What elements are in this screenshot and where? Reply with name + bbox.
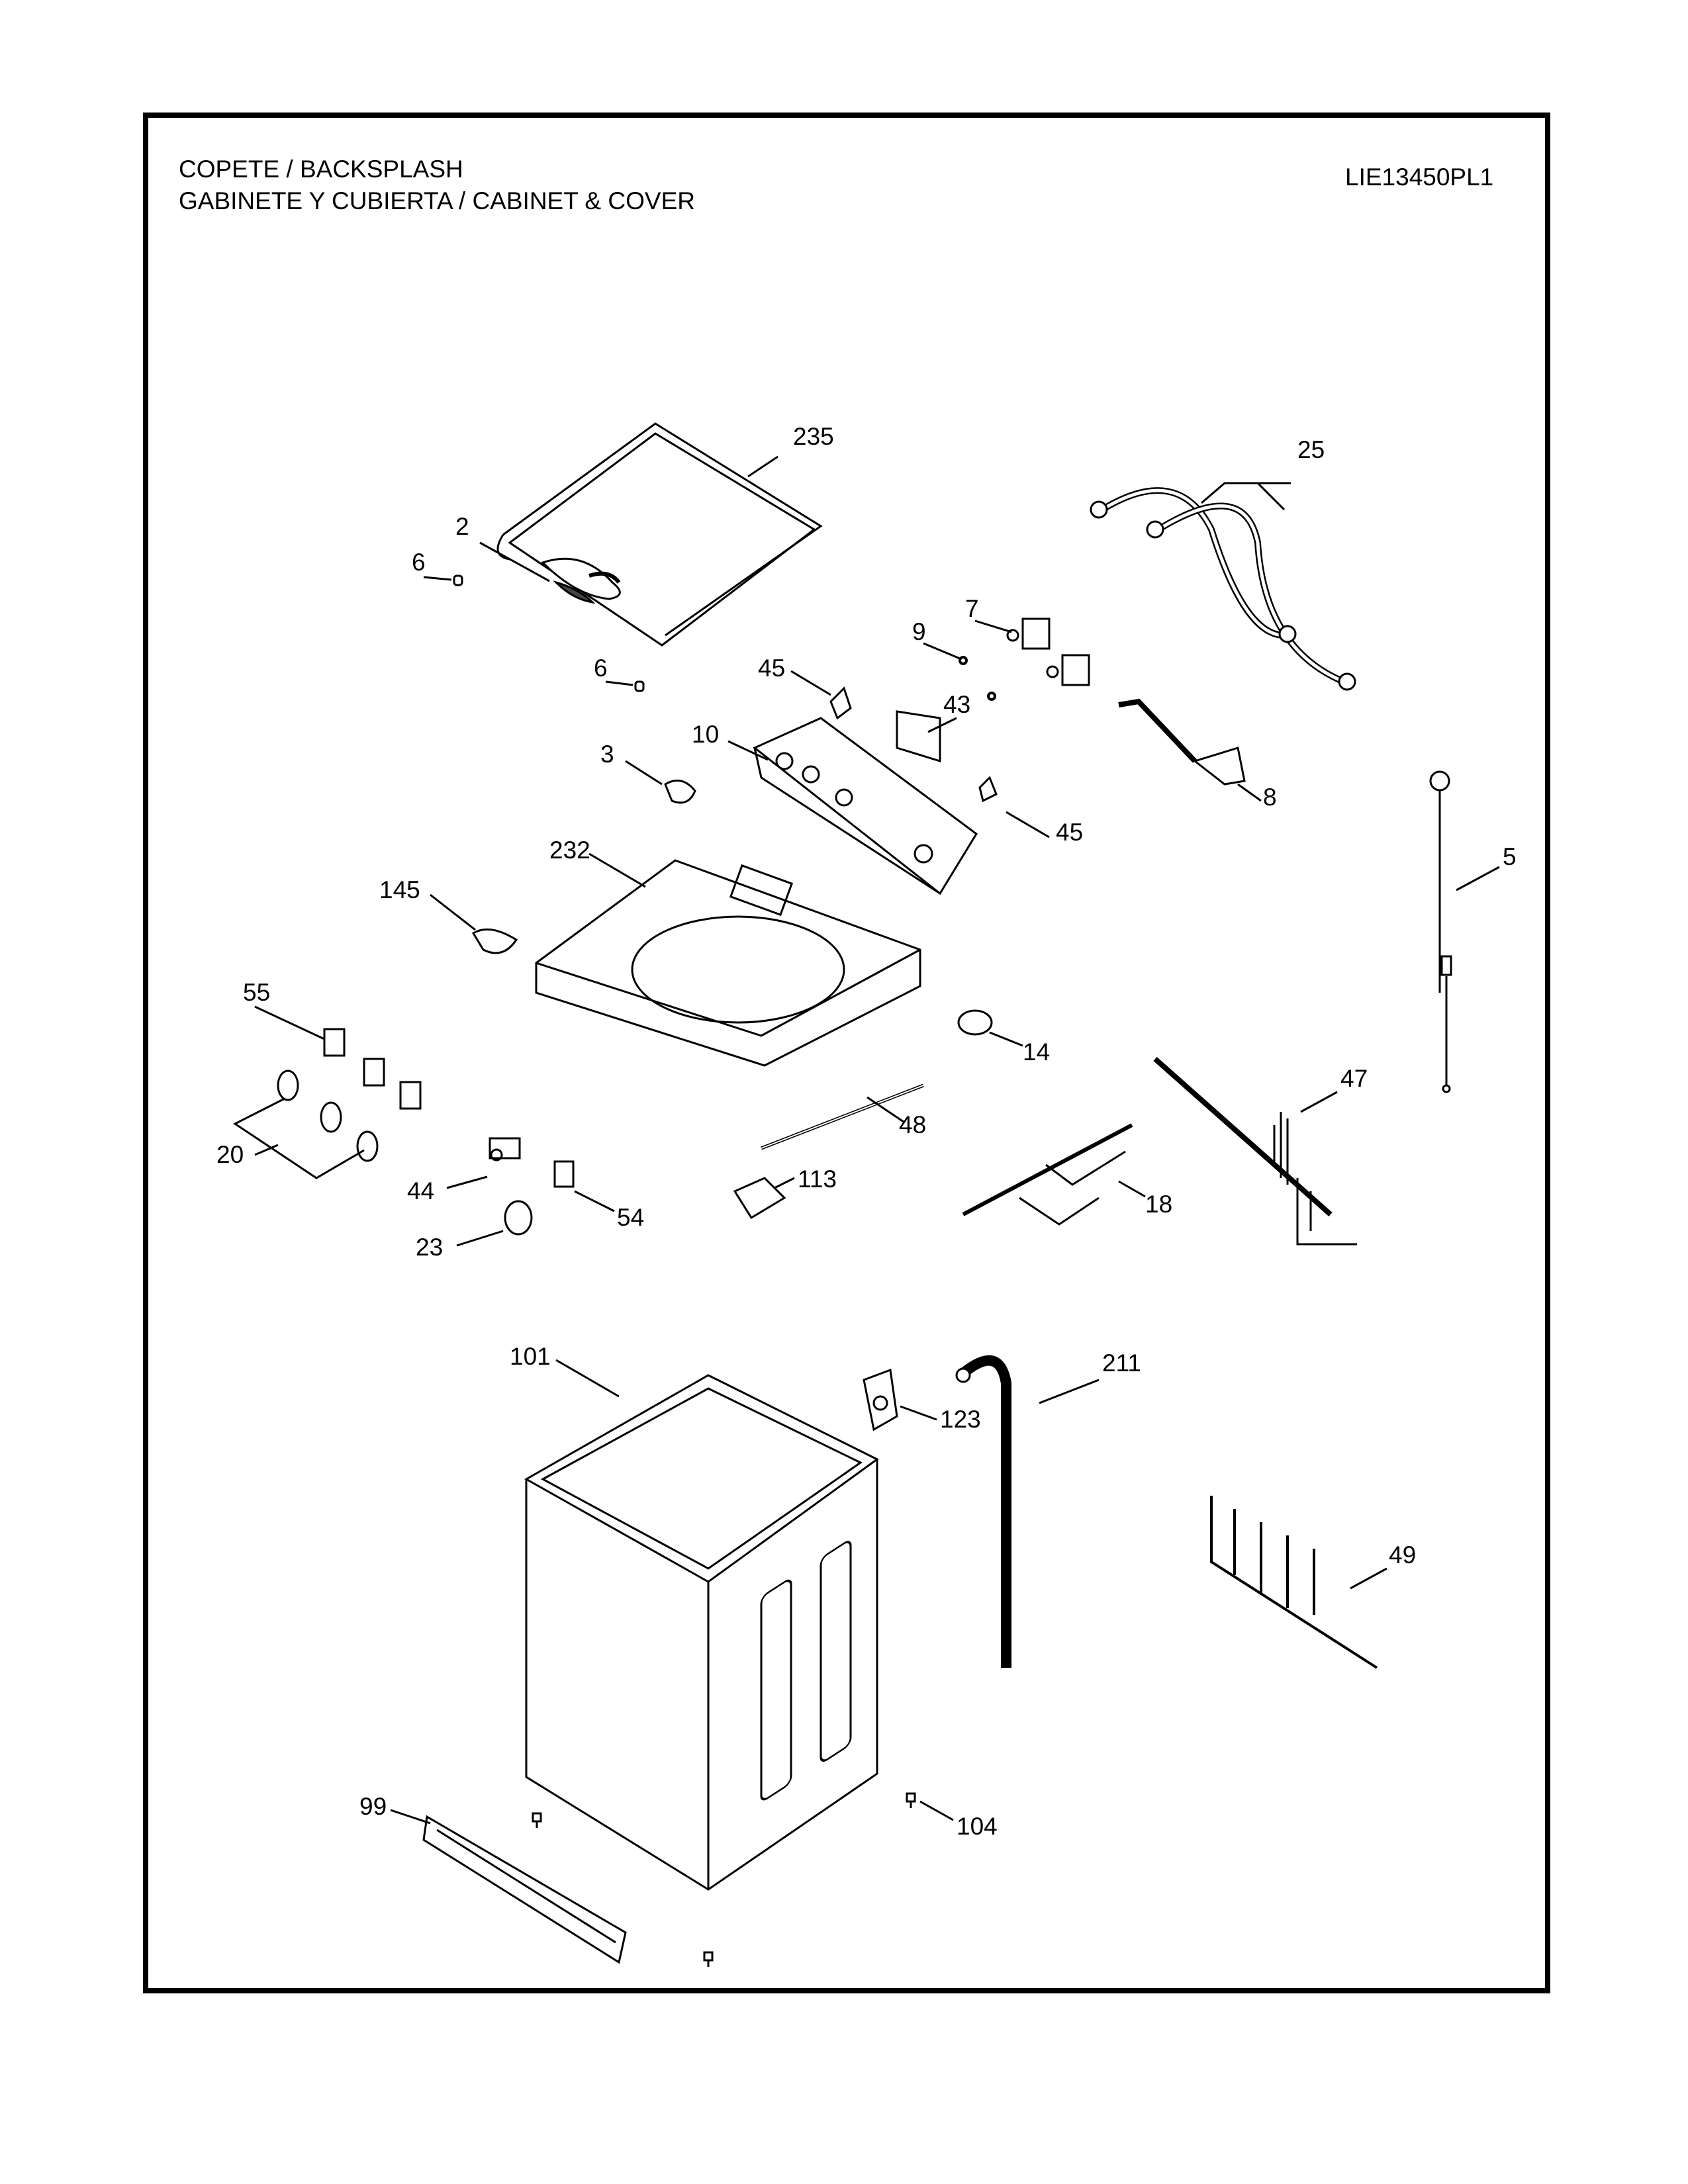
part-20-knobs[interactable] bbox=[233, 1069, 379, 1179]
callout-211[interactable]: 211 bbox=[1102, 1349, 1141, 1377]
part-47-wire-harness[interactable] bbox=[1153, 1057, 1357, 1246]
part-7-water-inlet-valve[interactable] bbox=[974, 617, 1090, 686]
callout-14[interactable]: 14 bbox=[1023, 1038, 1051, 1066]
callout-45-a[interactable]: 45 bbox=[758, 655, 786, 682]
callout-113[interactable]: 113 bbox=[798, 1165, 837, 1193]
callout-7[interactable]: 7 bbox=[965, 595, 979, 622]
callout-44[interactable]: 44 bbox=[407, 1177, 435, 1205]
callout-45-b[interactable]: 45 bbox=[1056, 819, 1084, 846]
callout-25[interactable]: 25 bbox=[1297, 436, 1325, 463]
part-54-switch[interactable] bbox=[553, 1160, 615, 1212]
part-23-knob[interactable] bbox=[456, 1200, 533, 1247]
callout-20[interactable]: 20 bbox=[216, 1141, 244, 1168]
part-45-backsplash-bracket-b[interactable] bbox=[978, 776, 1050, 839]
callout-123[interactable]: 123 bbox=[940, 1406, 981, 1433]
part-232-top-cover[interactable] bbox=[535, 852, 921, 1067]
part-235-cover-lid[interactable] bbox=[496, 422, 823, 647]
part-104-leveling-foot[interactable] bbox=[532, 1792, 954, 1967]
part-43-control-board[interactable] bbox=[896, 710, 957, 763]
part-18-harness[interactable] bbox=[962, 1123, 1146, 1226]
callout-8[interactable]: 8 bbox=[1263, 784, 1277, 811]
callout-2[interactable]: 2 bbox=[455, 513, 469, 540]
model-number: LIE13450PL1 bbox=[1345, 163, 1494, 191]
part-99-kick-panel[interactable] bbox=[390, 1809, 627, 1964]
callout-235[interactable]: 235 bbox=[793, 423, 834, 450]
part-8-dispenser-hose[interactable] bbox=[1118, 698, 1262, 802]
title-line-1: COPETE / BACKSPLASH bbox=[179, 156, 463, 183]
callout-6-b[interactable]: 6 bbox=[594, 655, 608, 682]
part-45-backsplash-bracket-a[interactable] bbox=[790, 670, 852, 720]
callout-23[interactable]: 23 bbox=[416, 1234, 444, 1261]
callout-18[interactable]: 18 bbox=[1145, 1191, 1173, 1218]
callout-104[interactable]: 104 bbox=[957, 1813, 998, 1840]
part-6-bumper-b[interactable] bbox=[605, 680, 645, 692]
title-line-2: GABINETE Y CUBIERTA / CABINET & COVER bbox=[179, 187, 695, 214]
callout-3[interactable]: 3 bbox=[600, 741, 614, 768]
part-9-clamp[interactable] bbox=[923, 642, 996, 701]
callout-5[interactable]: 5 bbox=[1503, 843, 1517, 870]
callout-6-a[interactable]: 6 bbox=[412, 549, 426, 576]
part-123-hose-bracket[interactable] bbox=[863, 1368, 937, 1432]
callout-145[interactable]: 145 bbox=[379, 876, 420, 903]
callout-232[interactable]: 232 bbox=[549, 837, 590, 864]
callout-43[interactable]: 43 bbox=[943, 691, 971, 718]
part-55-selector-switches[interactable] bbox=[254, 1005, 422, 1110]
part-211-drain-hose[interactable] bbox=[955, 1355, 1100, 1668]
part-113-terminal-block[interactable] bbox=[733, 1177, 795, 1220]
callout-55[interactable]: 55 bbox=[243, 979, 271, 1006]
part-5-power-cord[interactable] bbox=[1429, 770, 1500, 1093]
callout-10[interactable]: 10 bbox=[692, 721, 720, 748]
callout-9[interactable]: 9 bbox=[912, 618, 926, 645]
callout-54[interactable]: 54 bbox=[617, 1204, 645, 1231]
part-49-harness[interactable] bbox=[1210, 1496, 1387, 1669]
part-2-lid-handle[interactable] bbox=[479, 541, 596, 604]
part-48-wire[interactable] bbox=[761, 1083, 924, 1150]
part-10-backsplash[interactable] bbox=[727, 717, 978, 895]
part-145-lid-switch[interactable] bbox=[430, 893, 518, 954]
part-25-inlet-hoses[interactable] bbox=[1090, 482, 1356, 691]
part-44-led-board[interactable] bbox=[446, 1137, 521, 1189]
callout-48[interactable]: 48 bbox=[899, 1111, 927, 1138]
part-14-pressure-switch[interactable] bbox=[957, 1009, 1023, 1047]
part-3-lid-lock-cover[interactable] bbox=[625, 760, 696, 804]
part-6-bumper-a[interactable] bbox=[423, 574, 463, 586]
callout-99[interactable]: 99 bbox=[359, 1793, 387, 1820]
diagram-frame bbox=[143, 113, 1550, 1993]
part-101-cabinet[interactable] bbox=[524, 1359, 879, 1891]
callout-101[interactable]: 101 bbox=[510, 1343, 551, 1370]
callout-49[interactable]: 49 bbox=[1389, 1541, 1417, 1569]
callout-47[interactable]: 47 bbox=[1340, 1065, 1368, 1092]
